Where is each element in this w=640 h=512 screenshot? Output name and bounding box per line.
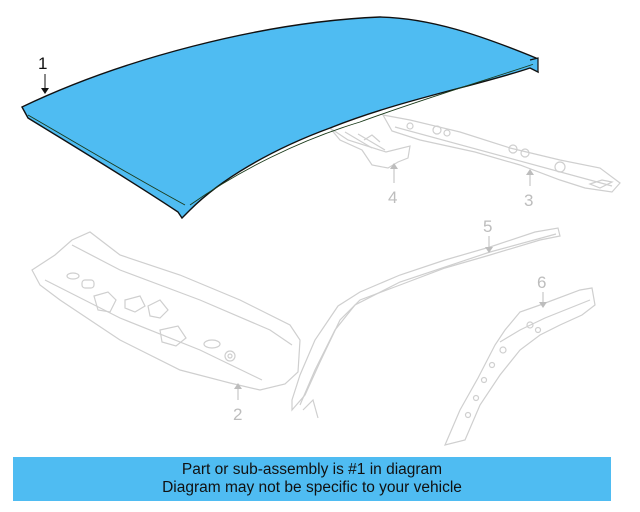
svg-text:1: 1 — [38, 54, 47, 73]
callout-4: 4 — [388, 163, 398, 207]
part-2-front-header[interactable] — [31, 231, 301, 391]
callout-3: 3 — [524, 169, 534, 210]
svg-text:6: 6 — [537, 273, 546, 292]
callout-2: 2 — [233, 383, 242, 424]
part-5-roof-side-rail[interactable] — [291, 227, 561, 419]
part-1-roof-panel[interactable] — [21, 16, 539, 220]
callout-1: 1 — [38, 54, 49, 94]
part-4-roof-bow[interactable] — [329, 127, 411, 169]
svg-text:2: 2 — [233, 405, 242, 424]
svg-text:5: 5 — [483, 217, 492, 236]
banner-disclaimer: Diagram may not be specific to your vehi… — [162, 479, 462, 496]
callout-6: 6 — [537, 273, 547, 308]
arrow-icon — [526, 169, 534, 175]
arrow-icon — [41, 88, 49, 94]
arrow-icon — [485, 247, 493, 253]
callout-5: 5 — [483, 217, 493, 253]
banner-part-note: Part or sub-assembly is #1 in diagram — [181, 461, 443, 478]
part-6-rear-pillar[interactable] — [443, 287, 596, 446]
info-banner: Part or sub-assembly is #1 in diagram Di… — [13, 457, 611, 501]
arrow-icon — [390, 163, 398, 169]
svg-text:3: 3 — [524, 191, 533, 210]
arrow-icon — [234, 383, 242, 389]
svg-text:4: 4 — [388, 188, 397, 207]
part-3-rear-header[interactable] — [381, 114, 621, 193]
arrow-icon — [539, 302, 547, 308]
